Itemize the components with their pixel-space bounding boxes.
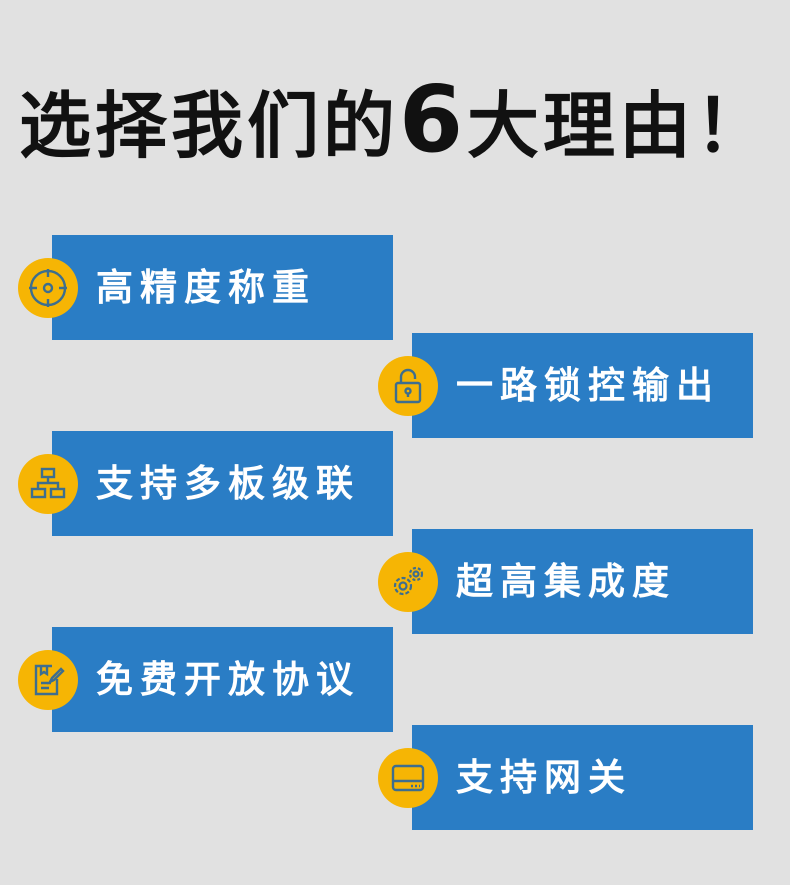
reason-label: 高精度称重 bbox=[96, 266, 316, 309]
reason-label: 支持多板级联 bbox=[96, 462, 360, 505]
title-before: 选择我们的 bbox=[18, 84, 399, 168]
title-number: 6 bbox=[398, 66, 467, 173]
target-icon bbox=[18, 258, 78, 318]
reason-card-6: 支持网关 bbox=[378, 725, 753, 830]
reason-label: 免费开放协议 bbox=[96, 658, 360, 701]
reason-card-3: 支持多板级联 bbox=[18, 431, 393, 536]
reason-label: 一路锁控输出 bbox=[456, 364, 720, 407]
hierarchy-icon bbox=[18, 454, 78, 514]
gateway-icon bbox=[378, 748, 438, 808]
page-title: 选择我们的6大理由！ bbox=[0, 66, 790, 173]
document-edit-icon bbox=[18, 650, 78, 710]
gears-icon bbox=[378, 552, 438, 612]
unlock-icon bbox=[378, 356, 438, 416]
reason-card-5: 免费开放协议 bbox=[18, 627, 393, 732]
reason-label: 支持网关 bbox=[456, 756, 632, 799]
reason-card-2: 一路锁控输出 bbox=[378, 333, 753, 438]
reason-label: 超高集成度 bbox=[456, 560, 676, 603]
reason-card-4: 超高集成度 bbox=[378, 529, 753, 634]
title-after: 大理由！ bbox=[467, 84, 772, 168]
reason-card-1: 高精度称重 bbox=[18, 235, 393, 340]
